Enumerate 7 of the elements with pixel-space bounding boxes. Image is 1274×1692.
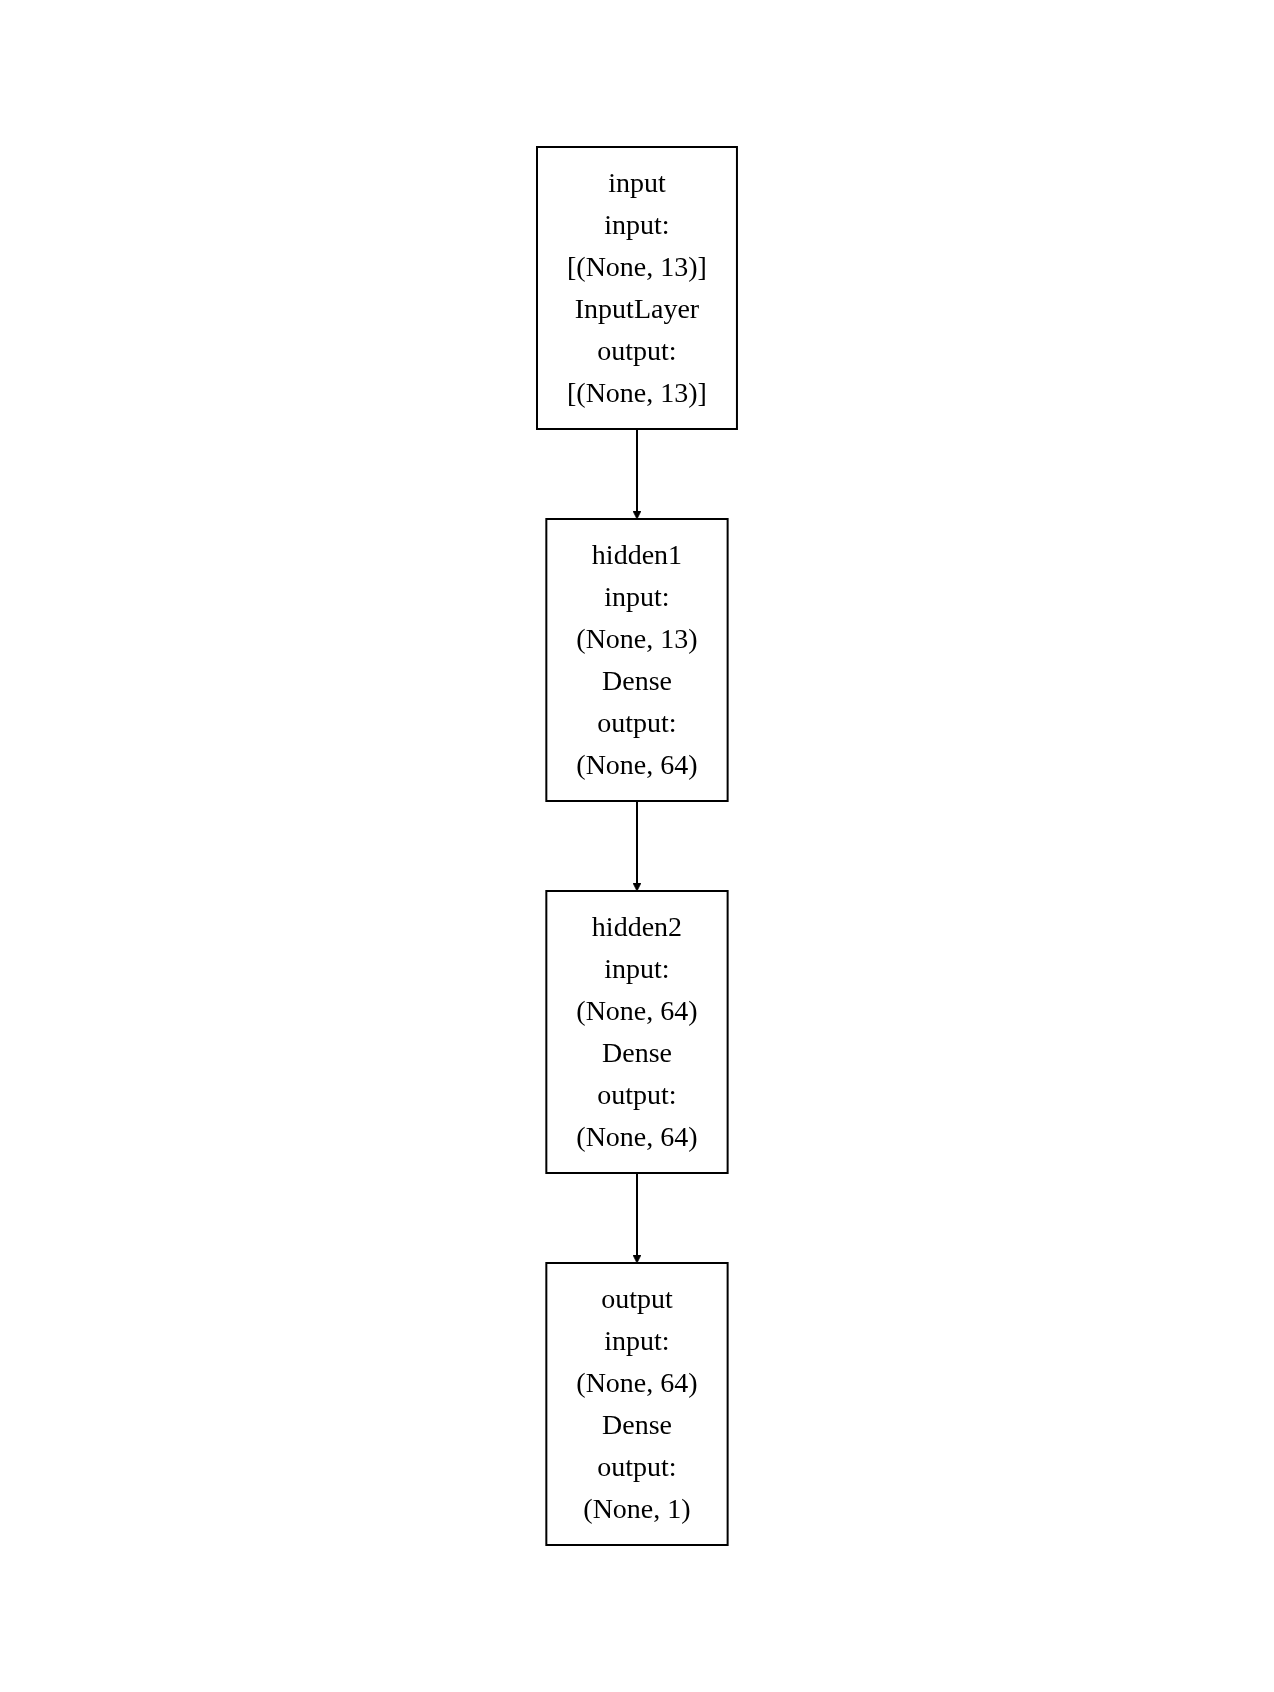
arrow [632,1172,642,1264]
node-box: output input: (None, 64) Dense output: (None, 1) [545,1262,729,1546]
arrow [632,800,642,892]
node-box: hidden2 input: (None, 64) Dense output: (None, 64) [545,890,729,1174]
arrow [632,428,642,520]
node-box: input input: [(None, 13)] InputLayer output: [(None, 13)] [536,146,738,430]
node-box: hidden1 input: (None, 13) Dense output: (None, 64) [545,518,729,802]
